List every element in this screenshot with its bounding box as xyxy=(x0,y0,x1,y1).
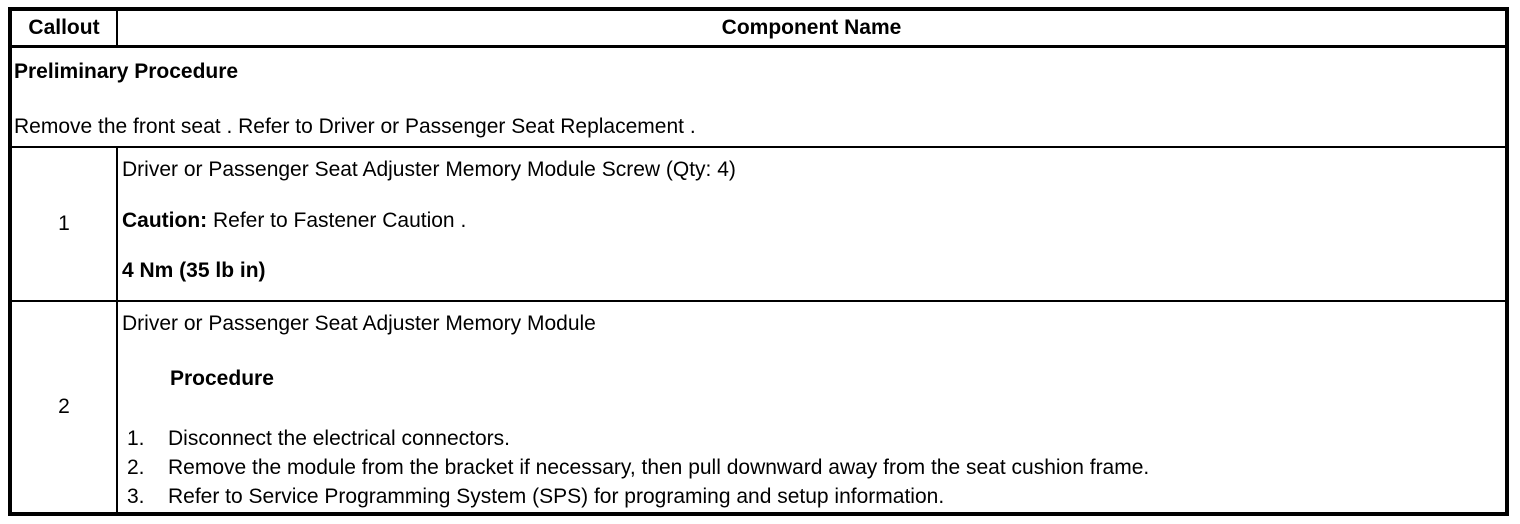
torque-spec: 4 Nm (35 lb in) xyxy=(122,258,266,282)
table-row-callout-2: 2 Driver or Passenger Seat Adjuster Memo… xyxy=(10,300,1507,514)
component-cell-1: Driver or Passenger Seat Adjuster Memory… xyxy=(117,146,1507,302)
component-name-text: Driver or Passenger Seat Adjuster Memory… xyxy=(122,157,736,181)
preliminary-procedure-cell: Preliminary Procedure Remove the front s… xyxy=(10,46,1507,148)
component-name-column-header: Component Name xyxy=(117,9,1507,48)
procedure-step: 3. Refer to Service Programming System (… xyxy=(122,482,1497,511)
step-number: 1. xyxy=(127,426,145,450)
step-text: Disconnect the electrical connectors. xyxy=(168,426,510,450)
caution-text: Refer to Fastener Caution . xyxy=(207,208,467,232)
step-text: Refer to Service Programming System (SPS… xyxy=(168,484,945,508)
component-cell-2: Driver or Passenger Seat Adjuster Memory… xyxy=(117,301,1507,514)
step-number: 2. xyxy=(127,455,145,479)
preliminary-procedure-text: Remove the front seat . Refer to Driver … xyxy=(14,114,696,138)
callout-column-header: Callout xyxy=(10,9,118,48)
caution-label: Caution: xyxy=(122,208,208,232)
procedure-step: 2. Remove the module from the bracket if… xyxy=(122,453,1497,482)
component-name-text: Driver or Passenger Seat Adjuster Memory… xyxy=(122,311,596,335)
callout-number-2: 2 xyxy=(10,300,118,514)
caution-note: Caution: Refer to Fastener Caution . xyxy=(122,209,1497,233)
component-callout-table: Callout Component Name Preliminary Proce… xyxy=(8,7,1509,516)
procedure-heading: Procedure xyxy=(170,366,274,390)
table-row-callout-1: 1 Driver or Passenger Seat Adjuster Memo… xyxy=(10,146,1507,302)
table-header-row: Callout Component Name xyxy=(10,9,1507,48)
procedure-step: 1. Disconnect the electrical connectors. xyxy=(122,424,1497,453)
callout-number-1: 1 xyxy=(10,146,118,302)
step-text: Remove the module from the bracket if ne… xyxy=(168,455,1150,479)
preliminary-procedure-row: Preliminary Procedure Remove the front s… xyxy=(10,46,1507,148)
preliminary-procedure-title: Preliminary Procedure xyxy=(14,59,239,83)
step-number: 3. xyxy=(127,484,145,508)
